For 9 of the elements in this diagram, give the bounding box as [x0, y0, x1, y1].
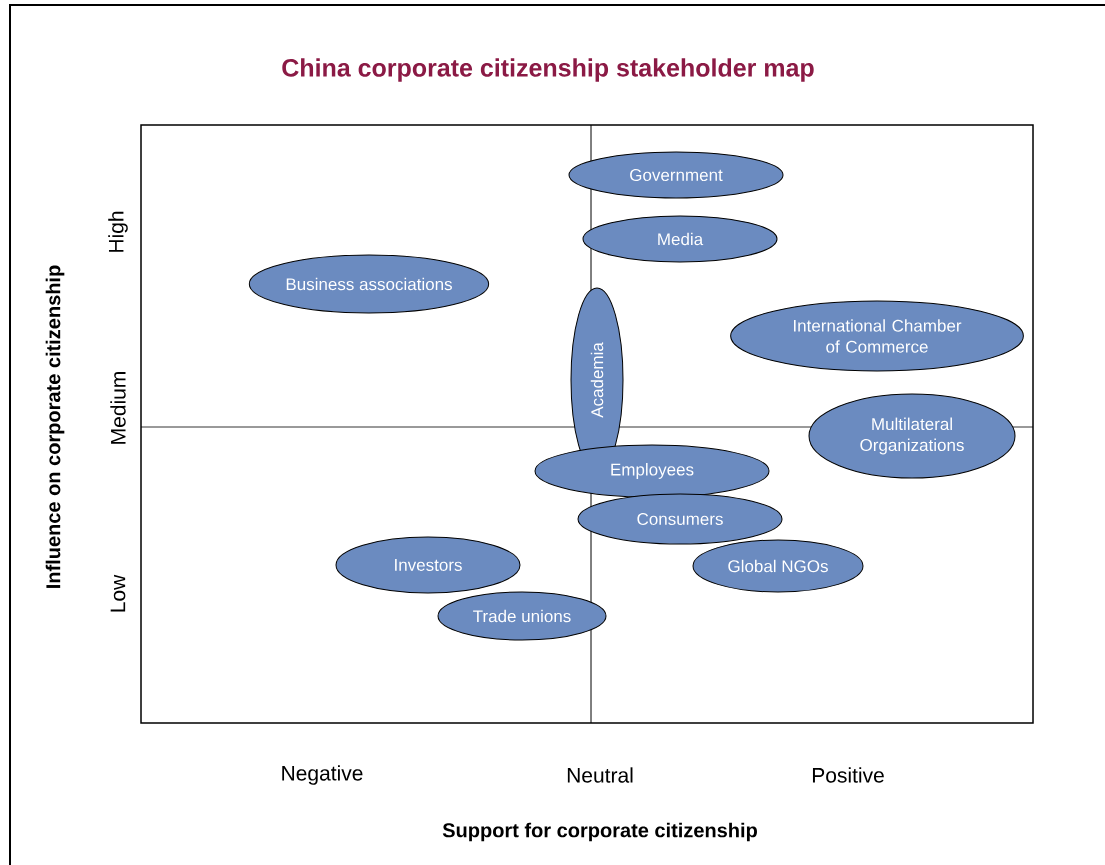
axis-label: Neutral	[567, 767, 633, 783]
axis-label: Negative	[282, 765, 363, 785]
axis-title: Influence on corporate citizenship	[45, 265, 65, 588]
title: China corporate citizenship stakeholder map	[282, 58, 814, 82]
axis-label: Positive	[812, 767, 884, 783]
axis-label: Medium	[110, 372, 126, 444]
axis-label: High	[108, 211, 128, 252]
axis-title: Support for corporate citizenship	[442, 822, 757, 842]
axis-label: Low	[110, 574, 126, 612]
